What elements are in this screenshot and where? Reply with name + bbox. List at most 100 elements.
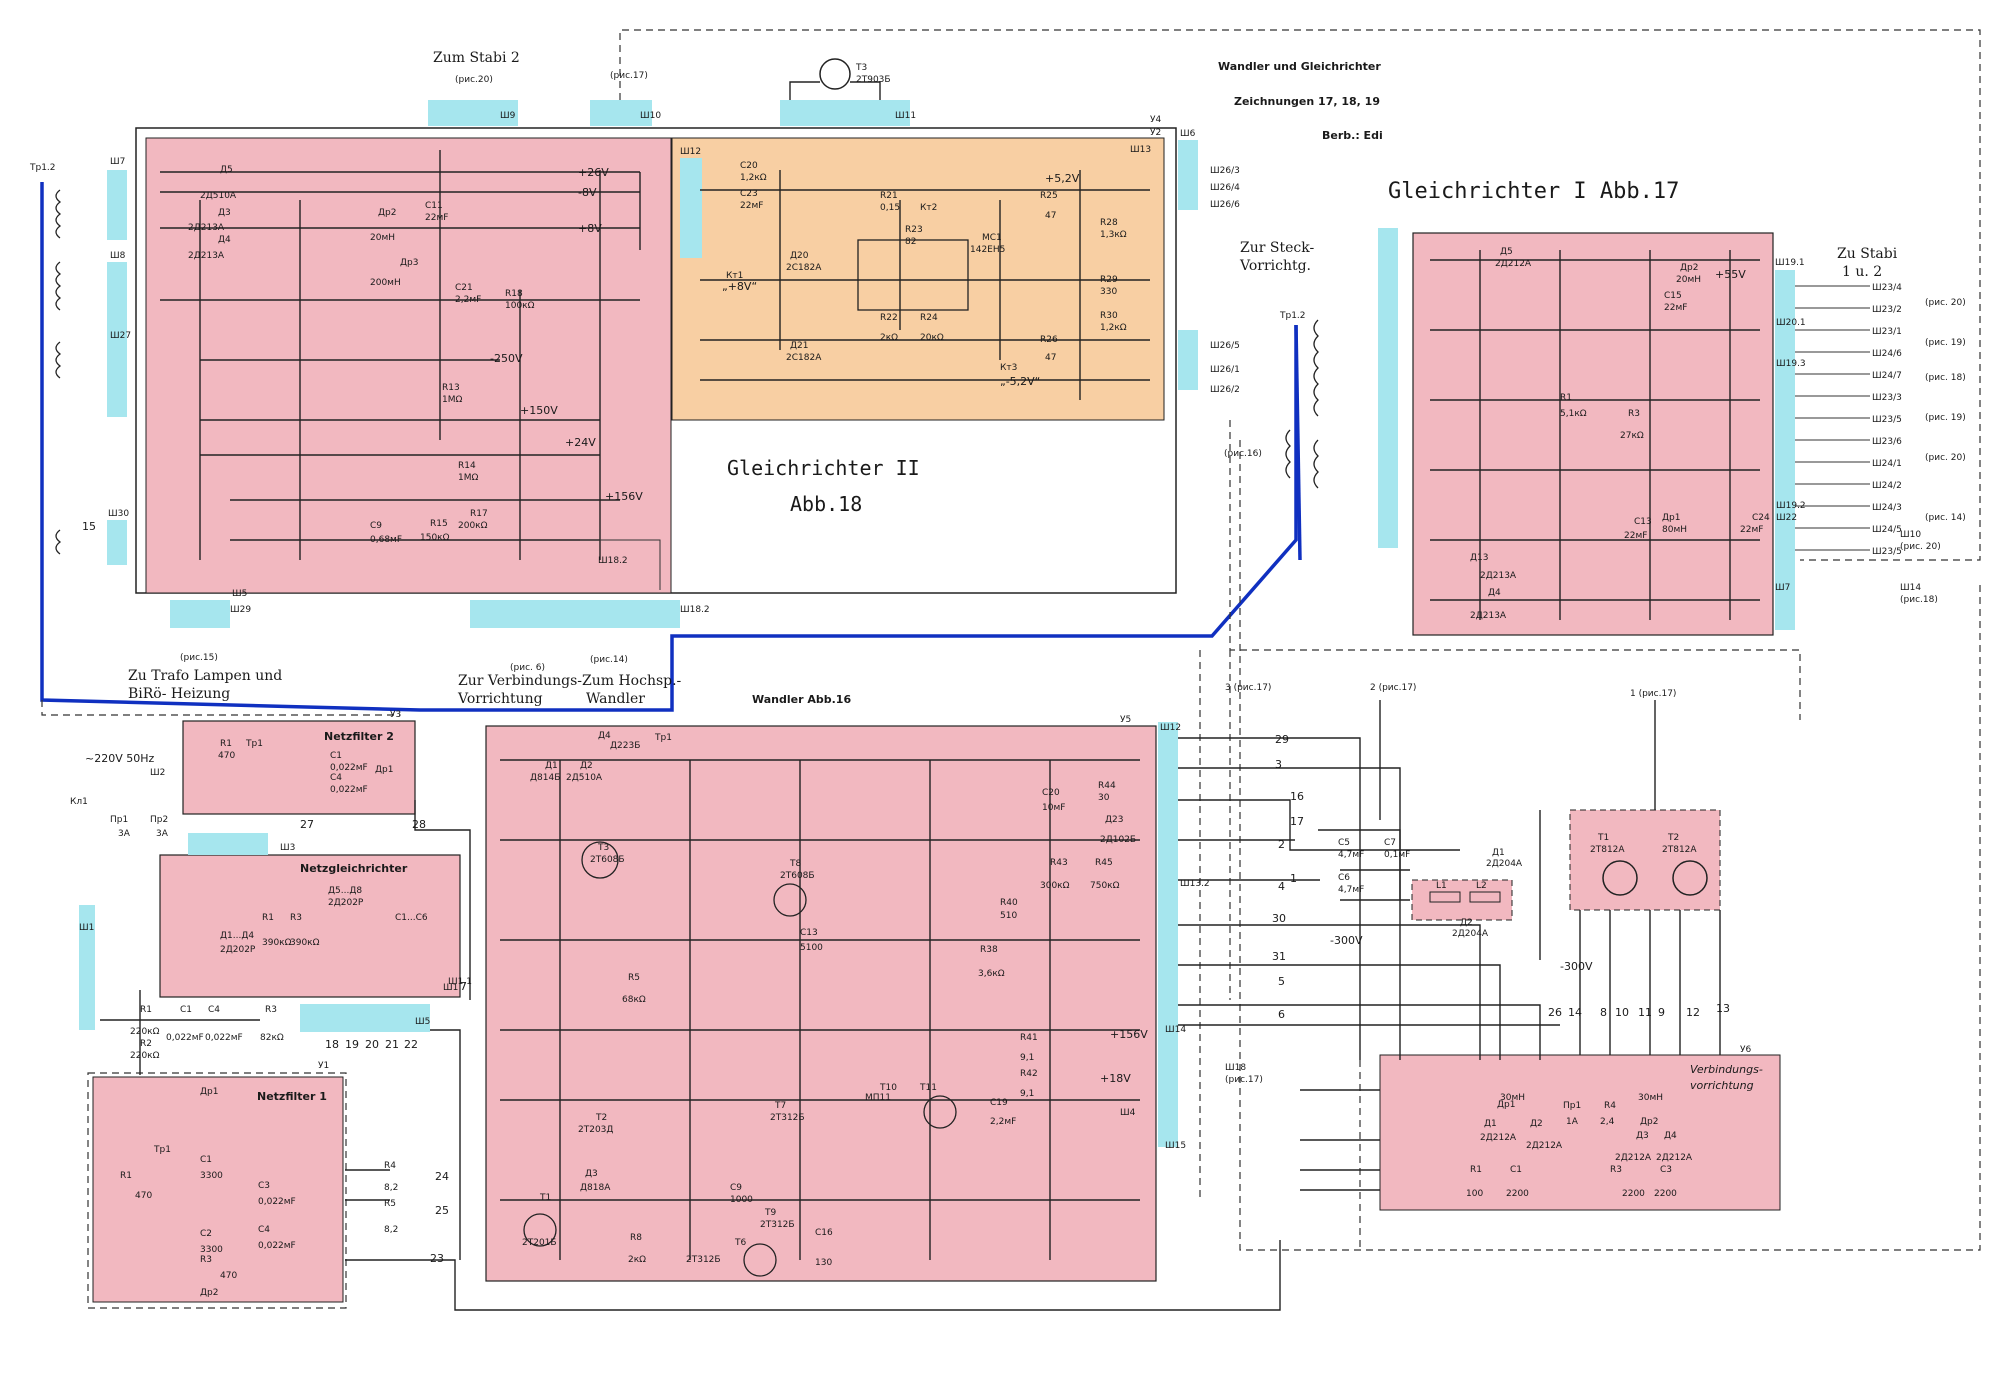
- g1-c15-label: С15: [1664, 291, 1682, 301]
- nf2-r1-val: 470: [218, 751, 235, 761]
- r23-label: R23: [905, 225, 923, 235]
- t1-t2-transistors: [1340, 860, 1708, 903]
- conn-label-sh22: Ш22: [1776, 513, 1797, 523]
- wandler-wiring: [500, 759, 1140, 1277]
- wa-c19-val: 2,2мF: [990, 1117, 1016, 1127]
- r22-label: R22: [880, 313, 898, 323]
- g1-dp2-val: 20мН: [1676, 275, 1701, 285]
- g1-c24-val: 22мF: [1740, 525, 1763, 535]
- conn-label-ris17-1: 1 (рис.17): [1630, 689, 1676, 699]
- g1-r1-label: R1: [1560, 393, 1572, 403]
- conn-label-w10r: (рис. 20): [1900, 542, 1941, 552]
- wire-16: 16: [1290, 790, 1304, 803]
- conn-label-sh4: Ш4: [1120, 1108, 1136, 1118]
- wa-t2-type: 2Т203Д: [578, 1125, 613, 1135]
- vv-pr1-val: 1А: [1566, 1117, 1579, 1127]
- t2-type: 2Т812А: [1662, 845, 1697, 855]
- r5-val: 8,2: [384, 1225, 398, 1235]
- netzfilter-2-heading: Netzfilter 2: [324, 730, 394, 743]
- r13-label: R13: [442, 383, 460, 393]
- vv-d2-type: 2Д212А: [1526, 1141, 1563, 1151]
- right-output-label: Ш23/1: [1872, 327, 1902, 337]
- transistor-box: [1569, 809, 1721, 911]
- wa-r38-val: 3,6кΩ: [978, 969, 1005, 979]
- nf-tp1-label: Тр1: [153, 1145, 171, 1155]
- kt2-label: Кт2: [920, 203, 937, 213]
- t1-label: Т1: [1597, 833, 1609, 843]
- wire-17: 17: [1290, 815, 1304, 828]
- d5-label: Д5: [220, 165, 233, 175]
- zu-stabi-1-2-line-2: 1 u. 2: [1842, 264, 1882, 280]
- conn-sh9: [428, 100, 518, 126]
- wire-12: 12: [1686, 1006, 1700, 1019]
- conn-label-sh5a: Ш5: [232, 589, 247, 599]
- g1-d5-type: 2Д212А: [1495, 259, 1532, 269]
- right-output-label: Ш24/6: [1872, 349, 1902, 359]
- wa-d23-label: Д23: [1105, 815, 1123, 825]
- zu-trafo-line-1: Zu Trafo Lampen und: [128, 668, 282, 684]
- conn-label-sh15: Ш15: [1165, 1141, 1186, 1151]
- c5-label: С5: [1338, 838, 1350, 848]
- wa-t3-type: 2Т608Б: [590, 855, 625, 865]
- wa-r8-val: 2кΩ: [628, 1255, 646, 1265]
- g1-d13-type: 2Д213А: [1480, 571, 1517, 581]
- l1-label: L1: [1436, 881, 1447, 891]
- right-reference-label: (рис. 18): [1925, 373, 1966, 383]
- gleichrichter-1-block: [1412, 232, 1774, 636]
- v-8q: „+8V“: [722, 280, 757, 293]
- pr2-label: Пр2: [150, 815, 168, 825]
- zur-verbindung-line-2: Vorrichtung: [457, 691, 543, 707]
- wandler-block: [485, 725, 1157, 1282]
- c20-val: 1,2кΩ: [740, 173, 767, 183]
- wa-r38-label: R38: [980, 945, 998, 955]
- netzgleichrichter-heading: Netzgleichrichter: [300, 862, 408, 875]
- right-output-label: Ш24/2: [1872, 481, 1902, 491]
- netzfilter-1-heading: Netzfilter 1: [257, 1090, 327, 1103]
- conn-label-w10: Ш10: [1900, 530, 1921, 540]
- conn-sh26-low: [1178, 330, 1198, 390]
- wa-c9-label: С9: [730, 1183, 742, 1193]
- d20-label: Д20: [790, 251, 809, 261]
- kt1-label: Кт1: [726, 271, 743, 281]
- conn-label-u6: У6: [1740, 1045, 1751, 1055]
- wa-t9-type: 2Т312Б: [760, 1220, 795, 1230]
- kl1-label: Кл1: [70, 797, 88, 807]
- conn-sh10: [590, 100, 652, 126]
- vv-d2-label: Д2: [1530, 1119, 1543, 1129]
- ng-r3-val: 390кΩ: [290, 938, 320, 948]
- voltage-labels: +26V -8V +8V -250V +150V +24V +156V +5,2…: [85, 166, 1746, 1085]
- g1-d13-label: Д13: [1470, 553, 1488, 563]
- v-156: +156V: [605, 490, 643, 503]
- c7-val: 0,1мF: [1384, 850, 1410, 860]
- conn-sh29: [170, 600, 230, 628]
- d3-label: Д3: [218, 208, 231, 218]
- wa-r43-val: 300кΩ: [1040, 881, 1070, 891]
- wa-c16-val: 130: [815, 1258, 832, 1268]
- g1-d5-label: Д5: [1500, 247, 1513, 257]
- wa-c20-label: С20: [1042, 788, 1060, 798]
- conn-label-sh11: Ш11: [895, 111, 916, 121]
- right-output-label: Ш23/5: [1872, 415, 1902, 425]
- wire-29: 29: [1275, 733, 1289, 746]
- conn-label-sh27: Ш27: [110, 331, 131, 341]
- in-r1-val: 220кΩ: [130, 1027, 160, 1037]
- d4-label: Д4: [218, 235, 231, 245]
- conn-label-sh26-6: Ш26/6: [1210, 200, 1240, 210]
- r14-val: 1МΩ: [458, 473, 478, 483]
- nf2-c1-label: С1: [330, 751, 342, 761]
- c21-val: 2,2мF: [455, 295, 481, 305]
- conn-label-sh1a: Ш1: [79, 923, 94, 933]
- choke-box: [1411, 879, 1513, 921]
- c21-label: С21: [455, 283, 473, 293]
- r5-label: R5: [384, 1199, 396, 1209]
- vv-r4-val: 2,4: [1600, 1117, 1615, 1127]
- r25-label: R25: [1040, 191, 1058, 201]
- r18-label: R18: [505, 289, 523, 299]
- v-m52q: „-5,2V“: [1000, 375, 1040, 388]
- d2-type: 2Д204А: [1452, 929, 1489, 939]
- right-output-label: Ш23/4: [1872, 283, 1902, 293]
- conn-label-tp1: Тр1: [654, 733, 672, 743]
- pr2-val: 3А: [156, 829, 169, 839]
- conn-label-sh10: Ш10: [640, 111, 661, 121]
- r4-val: 8,2: [384, 1183, 398, 1193]
